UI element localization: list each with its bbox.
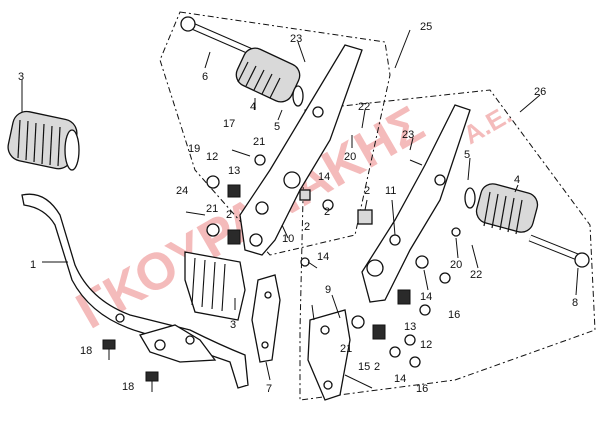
bracket-plate-9: [307, 309, 351, 401]
callout-4: 4: [250, 101, 256, 113]
callout-9: 9: [325, 284, 331, 296]
callout-13: 13: [228, 165, 240, 177]
callout-14: 14: [394, 373, 406, 385]
callout-2: 2: [304, 221, 310, 233]
callout-14: 14: [317, 251, 329, 263]
callout-15: 15: [358, 361, 370, 373]
bolt-18-upper: [102, 339, 116, 360]
watermark-suffix: A.E.: [458, 99, 517, 150]
footrest-rubber-left-top: [7, 110, 80, 171]
bolt-18-lower: [145, 371, 159, 392]
step-bracket-right: [361, 104, 471, 303]
callout-18: 18: [122, 381, 134, 393]
footrest-rubber-upper-left: [235, 47, 301, 103]
callout-3: 3: [230, 319, 236, 331]
callout-7: 7: [266, 383, 272, 395]
callout-12: 12: [420, 339, 432, 351]
callout-21: 21: [340, 343, 352, 355]
step-bracket-left: [184, 44, 363, 321]
footrest-pin-left: [180, 16, 254, 56]
callout-21: 21: [253, 136, 265, 148]
callout-22: 22: [358, 101, 370, 113]
callout-20: 20: [344, 151, 356, 163]
footrest-pin-right: [528, 234, 590, 268]
callout-22: 22: [470, 269, 482, 281]
callout-8: 8: [572, 297, 578, 309]
left-hardware: [185, 149, 334, 267]
callout-3: 3: [18, 71, 24, 83]
callout-16: 16: [448, 309, 460, 321]
callout-19: 19: [188, 143, 200, 155]
footrest-bracket: [21, 193, 249, 389]
callout-11: 11: [385, 185, 396, 197]
callout-14: 14: [318, 171, 330, 183]
assembly-outline-25: [159, 11, 391, 256]
callout-5: 5: [464, 149, 470, 161]
callout-6: 6: [202, 71, 208, 83]
callout-26: 26: [534, 86, 546, 98]
callout-16: 16: [416, 383, 428, 395]
footrest-rubber-right: [475, 183, 539, 235]
callout-2: 2: [374, 361, 380, 373]
callout-13: 13: [404, 321, 416, 333]
callout-17: 17: [223, 118, 235, 130]
callout-23: 23: [290, 33, 302, 45]
callout-20: 20: [450, 259, 462, 271]
assembly-outline-26: [299, 89, 596, 401]
callout-23: 23: [402, 129, 414, 141]
callout-2: 2: [324, 206, 330, 218]
callout-2: 2: [364, 185, 370, 197]
callout-labels: 3 1 18 18 6 4 5 23 25 26 22 20 17 21 19 …: [18, 21, 578, 395]
callout-25: 25: [420, 21, 432, 33]
callout-12: 12: [206, 151, 218, 163]
callout-2: 2: [226, 209, 232, 221]
callout-24: 24: [176, 185, 188, 197]
callout-1: 1: [30, 259, 36, 271]
callout-14: 14: [420, 291, 432, 303]
callout-5: 5: [274, 121, 280, 133]
callout-10: 10: [282, 233, 294, 245]
callout-4: 4: [514, 174, 520, 186]
bracket-plate-7: [251, 274, 281, 363]
right-hardware: [344, 159, 461, 389]
callout-21: 21: [206, 203, 218, 215]
callout-18: 18: [80, 345, 92, 357]
leader-lines: [234, 29, 579, 381]
